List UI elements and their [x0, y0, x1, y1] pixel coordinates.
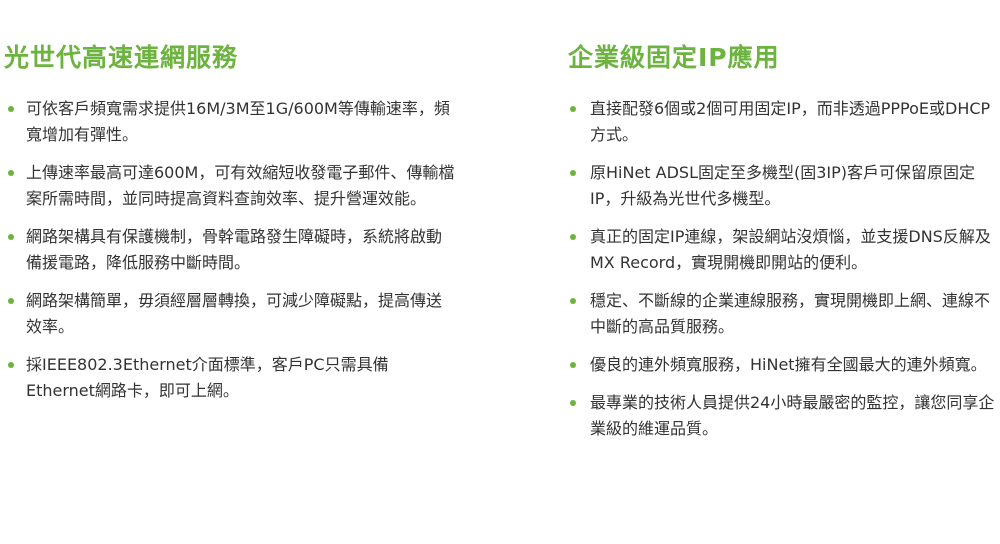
list-item: 採IEEE802.3Ethernet介面標準，客戶PC只需具備Ethernet網… [4, 352, 456, 404]
list-item: 直接配發6個或2個可用固定IP，而非透過PPPoE或DHCP方式。 [568, 96, 1000, 148]
bullet-dot-icon [570, 298, 576, 304]
list-item: 網路架構簡單，毋須經層層轉換，可減少障礙點，提高傳送效率。 [4, 288, 456, 340]
bullet-dot-icon [570, 170, 576, 176]
bullet-dot-icon [8, 298, 14, 304]
left-feature-list: 可依客戶頻寬需求提供16M/3M至1G/600M等傳輸速率，頻寬增加有彈性。 上… [4, 96, 456, 404]
list-item: 優良的連外頻寬服務，HiNet擁有全國最大的連外頻寬。 [568, 352, 1000, 378]
list-item: 原HiNet ADSL固定至多機型(固3IP)客戶可保留原固定IP，升級為光世代… [568, 160, 1000, 212]
right-column: 企業級固定IP應用 直接配發6個或2個可用固定IP，而非透過PPPoE或DHCP… [568, 38, 1000, 454]
bullet-dot-icon [8, 106, 14, 112]
bullet-dot-icon [8, 170, 14, 176]
bullet-dot-icon [570, 234, 576, 240]
bullet-dot-icon [570, 106, 576, 112]
list-item-text: 優良的連外頻寬服務，HiNet擁有全國最大的連外頻寬。 [590, 355, 987, 374]
list-item: 最專業的技術人員提供24小時最嚴密的監控，讓您同享企業級的維運品質。 [568, 390, 1000, 442]
bullet-dot-icon [570, 400, 576, 406]
list-item-text: 網路架構具有保護機制，骨幹電路發生障礙時，系統將啟動備援電路，降低服務中斷時間。 [26, 227, 443, 272]
list-item-text: 直接配發6個或2個可用固定IP，而非透過PPPoE或DHCP方式。 [590, 99, 991, 144]
left-column: 光世代高速連網服務 可依客戶頻寬需求提供16M/3M至1G/600M等傳輸速率，… [4, 38, 456, 416]
list-item: 上傳速率最高可達600M，可有效縮短收發電子郵件、傳輸檔案所需時間，並同時提高資… [4, 160, 456, 212]
list-item: 穩定、不斷線的企業連線服務，實現開機即上網、連線不中斷的高品質服務。 [568, 288, 1000, 340]
bullet-dot-icon [8, 234, 14, 240]
list-item-text: 最專業的技術人員提供24小時最嚴密的監控，讓您同享企業級的維運品質。 [590, 393, 995, 438]
list-item-text: 網路架構簡單，毋須經層層轉換，可減少障礙點，提高傳送效率。 [26, 291, 443, 336]
bullet-dot-icon [570, 362, 576, 368]
list-item-text: 採IEEE802.3Ethernet介面標準，客戶PC只需具備Ethernet網… [26, 355, 389, 400]
list-item-text: 原HiNet ADSL固定至多機型(固3IP)客戶可保留原固定IP，升級為光世代… [590, 163, 976, 208]
right-heading: 企業級固定IP應用 [568, 43, 780, 72]
list-item-text: 上傳速率最高可達600M，可有效縮短收發電子郵件、傳輸檔案所需時間，並同時提高資… [26, 163, 455, 208]
list-item-text: 穩定、不斷線的企業連線服務，實現開機即上網、連線不中斷的高品質服務。 [590, 291, 991, 336]
list-item: 可依客戶頻寬需求提供16M/3M至1G/600M等傳輸速率，頻寬增加有彈性。 [4, 96, 456, 148]
bullet-dot-icon [8, 362, 14, 368]
list-item: 真正的固定IP連線，架設網站沒煩惱，並支援DNS反解及MX Record，實現開… [568, 224, 1000, 276]
list-item-text: 可依客戶頻寬需求提供16M/3M至1G/600M等傳輸速率，頻寬增加有彈性。 [26, 99, 450, 144]
right-feature-list: 直接配發6個或2個可用固定IP，而非透過PPPoE或DHCP方式。 原HiNet… [568, 96, 1000, 442]
list-item-text: 真正的固定IP連線，架設網站沒煩惱，並支援DNS反解及MX Record，實現開… [590, 227, 991, 272]
left-heading: 光世代高速連網服務 [4, 43, 239, 72]
list-item: 網路架構具有保護機制，骨幹電路發生障礙時，系統將啟動備援電路，降低服務中斷時間。 [4, 224, 456, 276]
